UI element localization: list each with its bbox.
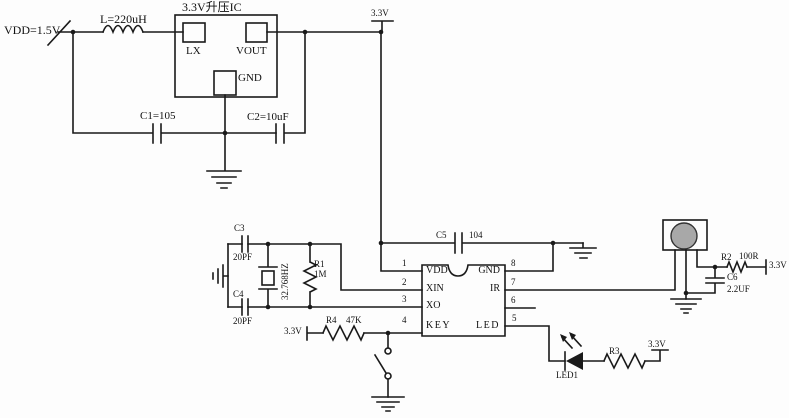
vdd-source-label: VDD=1.5V bbox=[4, 23, 61, 37]
c2-symbol bbox=[275, 31, 306, 144]
pin-4-number: 4 bbox=[402, 315, 407, 325]
pin-1-number: 1 bbox=[402, 258, 407, 268]
mcu-pin-vdd-label: VDD bbox=[426, 265, 448, 276]
led1-label: LED1 bbox=[556, 370, 578, 380]
crystal-symbol bbox=[258, 243, 278, 308]
ir-supply-label: 3.3V bbox=[769, 260, 787, 270]
c4-value-label: 20PF bbox=[233, 316, 253, 326]
ground-symbol-pin8 bbox=[569, 242, 597, 259]
r2-symbol bbox=[725, 259, 767, 275]
c4-symbol bbox=[241, 298, 249, 316]
ir-pin-wire bbox=[504, 249, 676, 362]
junction-dots bbox=[70, 29, 718, 336]
boost-pin-gnd-label: GND bbox=[238, 72, 262, 84]
pin-2-number: 2 bbox=[402, 277, 407, 287]
boost-pin-lx-label: LX bbox=[186, 45, 201, 57]
r1-symbol bbox=[302, 243, 318, 308]
mcu-pin-led-label: LED bbox=[476, 320, 500, 331]
pin-3-number: 3 bbox=[402, 294, 407, 304]
c1-symbol bbox=[72, 31, 277, 144]
led1-symbol bbox=[560, 332, 605, 371]
pin-6-number: 6 bbox=[511, 295, 516, 305]
c6-value-label: 2.2UF bbox=[727, 284, 750, 294]
c2-label: C2=10uF bbox=[247, 111, 289, 123]
mcu-pin-xin-label: XIN bbox=[426, 283, 444, 294]
mcu-pin-key-label: KEY bbox=[426, 320, 452, 331]
c4-name-label: C4 bbox=[233, 289, 244, 299]
c6-symbol bbox=[685, 266, 725, 294]
c5-symbol bbox=[380, 232, 584, 272]
boost-pin-vout-label: VOUT bbox=[236, 45, 267, 57]
boost-ic-title: 3.3V升压IC bbox=[182, 0, 242, 14]
main-ic-symbol bbox=[421, 264, 506, 337]
key-switch-symbol bbox=[373, 332, 392, 398]
power-switch-icon bbox=[46, 19, 104, 47]
ground-symbol-key bbox=[371, 396, 405, 412]
inductor-symbol bbox=[101, 24, 184, 35]
ground-symbol-ir bbox=[670, 298, 702, 314]
c6-name-label: C6 bbox=[727, 272, 738, 282]
c5-name-label: C5 bbox=[436, 230, 447, 240]
ir-receiver-symbol bbox=[662, 219, 728, 300]
r2-value-label: 100R bbox=[739, 251, 759, 261]
boost-ic-symbol bbox=[174, 14, 382, 98]
ground-symbol-boost bbox=[206, 94, 242, 189]
rail-3v3-label: 3.3V bbox=[371, 8, 389, 18]
r3-name-label: R3 bbox=[609, 346, 620, 356]
r4-name-label: R4 bbox=[326, 315, 337, 325]
pin-7-number: 7 bbox=[511, 277, 516, 287]
mcu-pin-gnd-label: GND bbox=[478, 265, 500, 276]
c3-value-label: 20PF bbox=[233, 252, 253, 262]
ground-symbol-crystal bbox=[212, 264, 229, 288]
vdd-feed-wire bbox=[380, 31, 423, 272]
r2-name-label: R2 bbox=[721, 252, 732, 262]
r3-symbol bbox=[602, 349, 669, 370]
r4-value-label: 47K bbox=[346, 315, 362, 325]
mcu-pin-xo-label: XO bbox=[426, 300, 441, 311]
pin-5-number: 5 bbox=[512, 313, 517, 323]
key-supply-label: 3.3V bbox=[284, 326, 302, 336]
inductor-label: L=220uH bbox=[100, 12, 147, 26]
c3-symbol bbox=[241, 235, 249, 253]
c1-label: C1=105 bbox=[140, 110, 176, 122]
c3-name-label: C3 bbox=[234, 223, 245, 233]
mcu-pin-ir-label: IR bbox=[490, 283, 500, 294]
r4-symbol bbox=[306, 324, 423, 342]
r1-name-label: R1 bbox=[314, 259, 325, 269]
led-supply-label: 3.3V bbox=[648, 339, 666, 349]
c5-value-label: 104 bbox=[469, 230, 483, 240]
r1-value-label: 1M bbox=[314, 269, 327, 279]
crystal-value-label: 32.768HZ bbox=[280, 263, 290, 300]
pin-8-number: 8 bbox=[511, 258, 516, 268]
